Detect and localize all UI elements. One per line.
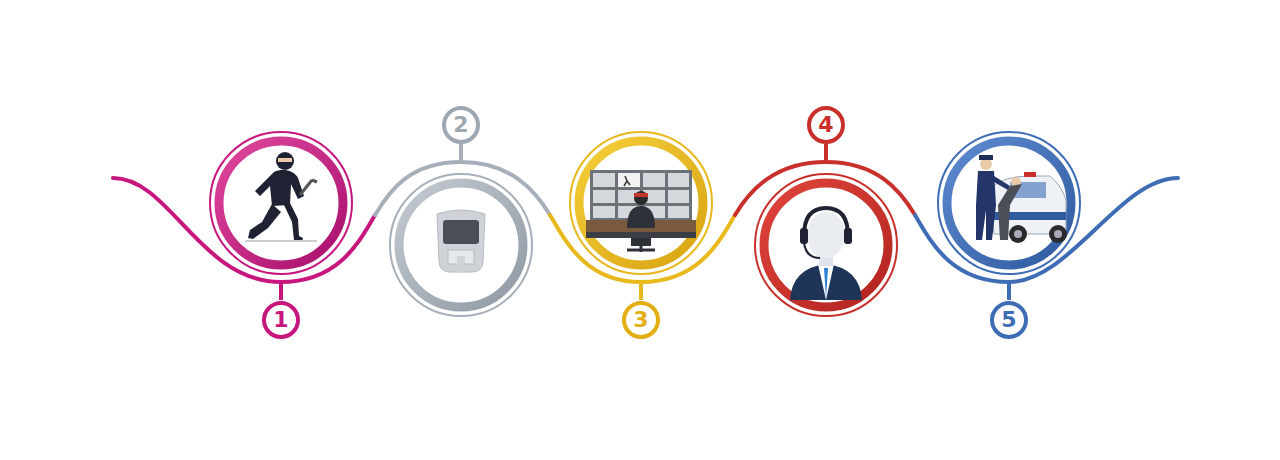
icon-circle: [210, 132, 1080, 316]
callout-circle: 4: [807, 106, 845, 144]
callout-number: 1: [273, 309, 288, 331]
callout-number: 5: [1001, 309, 1016, 331]
callout-circle: 5: [990, 301, 1028, 339]
police-icon: [976, 155, 1067, 243]
surveillance-desk-icon: [586, 170, 696, 252]
callout-circle: 2: [442, 106, 480, 144]
operator-icon: [790, 208, 862, 300]
burglar-icon: [245, 152, 317, 242]
callout-number: 4: [818, 114, 833, 136]
callout-number: 2: [453, 114, 468, 136]
motion-sensor-icon: [437, 210, 485, 272]
callout-number: 3: [633, 309, 648, 331]
callout-circle: 3: [622, 301, 660, 339]
callout-circle: 1: [262, 301, 300, 339]
